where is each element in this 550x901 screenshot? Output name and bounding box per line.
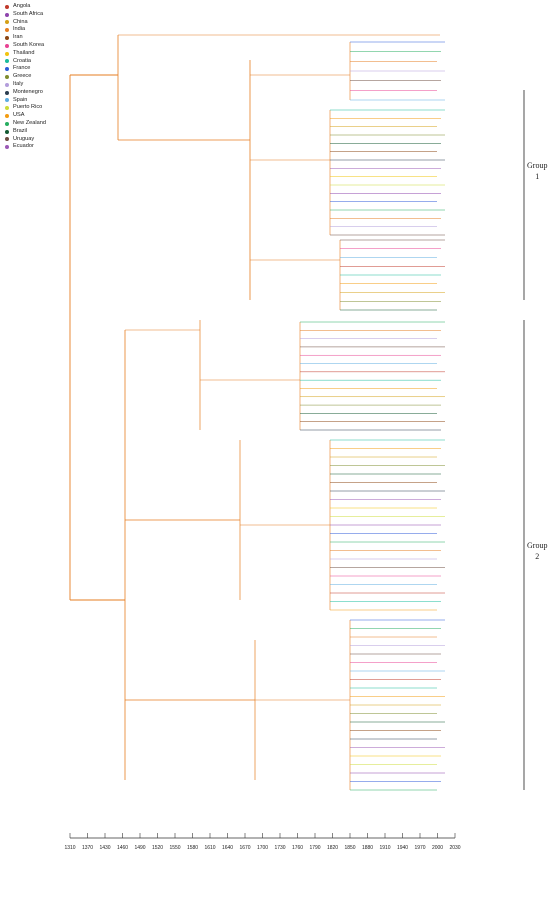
legend-swatch bbox=[5, 75, 9, 80]
legend-item: USA bbox=[5, 112, 46, 120]
legend-swatch bbox=[5, 137, 9, 142]
axis-tick-label: 1370 bbox=[82, 845, 93, 851]
legend-swatch bbox=[5, 121, 9, 126]
time-axis: 1310 1370 1430 1460 1490 1520 1550 1580 1610 1640… bbox=[64, 833, 461, 851]
legend-label: Brazil bbox=[13, 127, 27, 134]
legend-label: Angola bbox=[13, 3, 31, 9]
legend-swatch bbox=[5, 90, 9, 95]
legend-swatch bbox=[5, 12, 9, 17]
legend-label: New Zealand bbox=[13, 119, 46, 126]
legend-swatch bbox=[5, 82, 9, 87]
legend-label: Thailand bbox=[13, 49, 35, 56]
legend-item: Puerto Rico bbox=[5, 104, 46, 112]
legend-item: China bbox=[5, 19, 46, 27]
axis-tick-label: 2000 bbox=[432, 845, 443, 851]
legend-label: South Korea bbox=[13, 41, 45, 48]
legend-item: Greece bbox=[5, 73, 46, 81]
legend-label: France bbox=[13, 65, 31, 72]
group-1-label: Group 1 bbox=[527, 161, 548, 181]
axis-tick-label: 1730 bbox=[274, 845, 285, 851]
axis-tick-label: 1430 bbox=[99, 845, 110, 851]
legend-item: South Korea bbox=[5, 42, 46, 50]
axis-tick-label: 1670 bbox=[239, 845, 250, 851]
legend-label: Greece bbox=[13, 73, 32, 80]
legend-label: China bbox=[13, 18, 28, 25]
legend-swatch bbox=[5, 28, 9, 33]
legend-swatch bbox=[5, 67, 9, 72]
axis-tick-label: 1610 bbox=[204, 845, 215, 851]
axis-tick-label: 1310 bbox=[64, 845, 75, 851]
axis-tick-label: 1820 bbox=[327, 845, 338, 851]
legend-swatch bbox=[5, 129, 9, 134]
legend-item: Brazil bbox=[5, 128, 46, 136]
legend-swatch bbox=[5, 4, 9, 9]
legend-item: South Africa bbox=[5, 11, 46, 19]
phylogenetic-tree bbox=[69, 34, 525, 791]
axis-tick-label: 1940 bbox=[397, 845, 408, 851]
legend-label: Iran bbox=[13, 34, 23, 41]
axis-tick-label: 1910 bbox=[379, 845, 390, 851]
legend-item: Angola bbox=[5, 3, 46, 11]
legend-swatch bbox=[5, 98, 9, 103]
legend-swatch bbox=[5, 43, 9, 48]
axis-tick-label: 1790 bbox=[309, 845, 320, 851]
legend-item: New Zealand bbox=[5, 120, 46, 128]
legend-swatch bbox=[5, 20, 9, 25]
legend-label: Puerto Rico bbox=[13, 104, 43, 111]
axis-tick-label: 1850 bbox=[344, 845, 355, 851]
axis-tick-label: 1970 bbox=[414, 845, 425, 851]
legend-item: Spain bbox=[5, 97, 46, 105]
legend-label: Italy bbox=[13, 80, 24, 87]
legend-item: Montenegro bbox=[5, 89, 46, 97]
legend-item: Iran bbox=[5, 34, 46, 42]
legend-label: Ecuador bbox=[13, 143, 34, 150]
axis-tick-label: 1460 bbox=[117, 845, 128, 851]
legend-item: Uruguay bbox=[5, 136, 46, 144]
axis-tick-label: 1640 bbox=[222, 845, 233, 851]
legend-label: Spain bbox=[13, 96, 28, 103]
legend-label: Uruguay bbox=[13, 135, 35, 142]
group-2-label: Group 2 bbox=[527, 541, 548, 561]
legend-label: India bbox=[13, 26, 26, 33]
axis-tick-label: 1760 bbox=[292, 845, 303, 851]
axis-tick-label: 1580 bbox=[187, 845, 198, 851]
legend-label: Croatia bbox=[13, 57, 32, 64]
legend-item: Thailand bbox=[5, 50, 46, 58]
legend-swatch bbox=[5, 114, 9, 119]
legend-label: USA bbox=[13, 112, 25, 119]
axis-tick-label: 1550 bbox=[169, 845, 180, 851]
axis-tick-label: 1880 bbox=[362, 845, 373, 851]
legend-item: Italy bbox=[5, 81, 46, 89]
legend-item: Croatia bbox=[5, 58, 46, 66]
axis-tick-label: 1490 bbox=[134, 845, 145, 851]
axis-tick-label: 1700 bbox=[257, 845, 268, 851]
legend-item: France bbox=[5, 65, 46, 73]
legend-item: Ecuador bbox=[5, 143, 46, 151]
legend-swatch bbox=[5, 145, 9, 150]
legend-swatch bbox=[5, 51, 9, 56]
legend-label: Montenegro bbox=[13, 88, 43, 95]
legend-item: India bbox=[5, 26, 46, 34]
axis-tick-label: 1520 bbox=[152, 845, 163, 851]
legend-swatch bbox=[5, 59, 9, 64]
axis-tick-label: 2030 bbox=[449, 845, 460, 851]
legend-swatch bbox=[5, 106, 9, 111]
legend-label: South Africa bbox=[13, 10, 44, 17]
legend-swatch bbox=[5, 36, 9, 41]
